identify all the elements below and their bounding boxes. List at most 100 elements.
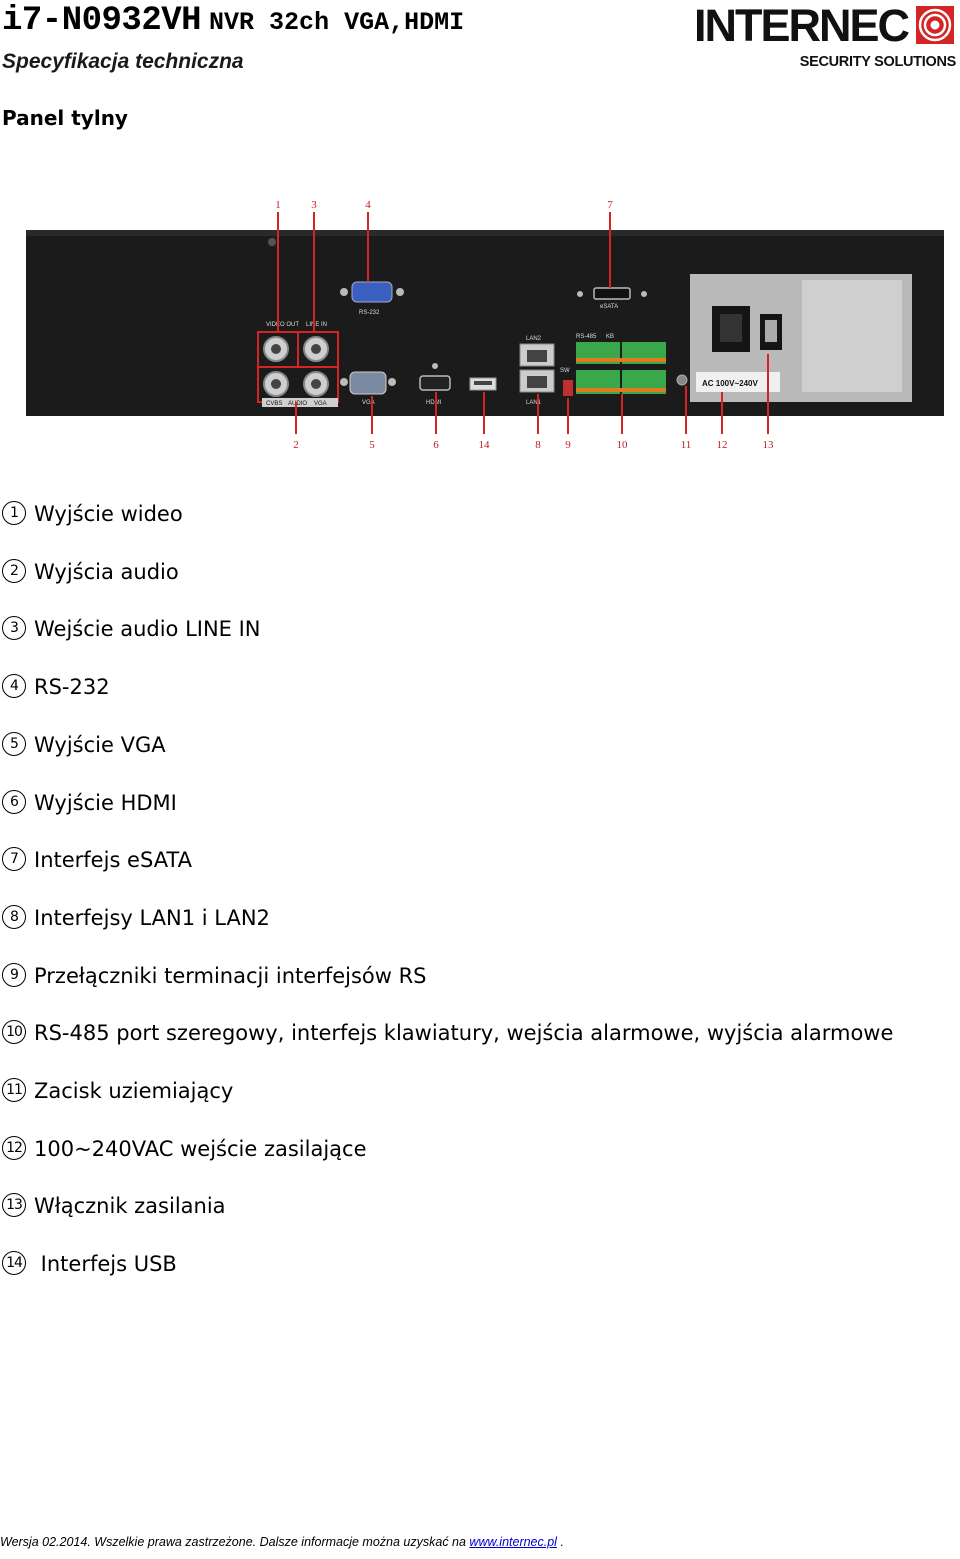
callout-number: 12 [717, 439, 728, 451]
callout-number: 14 [479, 439, 491, 451]
legend-text: Interfejs USB [34, 1252, 177, 1277]
label-rs485: RS-485 [576, 334, 597, 340]
bnc-connectors [263, 336, 329, 397]
label-video-out: VIDEO OUT [266, 322, 299, 328]
legend-number-badge: 7 [2, 847, 26, 872]
legend-item: 4 RS-232 [2, 669, 110, 705]
usb-connector [469, 377, 497, 391]
legend-text: Wyjścia audio [34, 559, 179, 584]
label-cvbs: CVBS [266, 401, 282, 407]
power-supply-module [690, 274, 912, 402]
esata-connector [577, 287, 647, 300]
legend-item: 11 Zacisk uziemiający [2, 1073, 233, 1109]
legend-item: 7 Interfejs eSATA [2, 842, 192, 878]
callout-number: 1 [275, 199, 281, 211]
ground-screw-icon [676, 374, 688, 386]
legend-number-badge: 4 [2, 674, 26, 699]
legend-item: 13 Włącznik zasilania [2, 1188, 226, 1224]
legend-item: 8 Interfejsy LAN1 i LAN2 [2, 900, 270, 936]
legend-number-badge: 12 [2, 1135, 26, 1160]
callout-number: 11 [681, 439, 692, 451]
legend-number-badge: 13 [2, 1193, 26, 1218]
page-footer: Wersja 02.2014. Wszelkie prawa zastrzeżo… [0, 1535, 564, 1549]
callout-number: 2 [293, 439, 299, 451]
legend-text: Wyjście HDMI [34, 790, 177, 815]
legend-text: RS-485 port szeregowy, interfejs klawiat… [34, 1021, 894, 1046]
legend-text: Interfejs eSATA [34, 848, 192, 873]
legend-number-badge: 6 [2, 789, 26, 814]
label-sw: SW [560, 368, 570, 374]
legend-number-badge: 1 [2, 501, 26, 525]
label-vga-small: VGA [314, 401, 327, 407]
label-hdmi: HDMI [426, 400, 442, 406]
termination-switches [563, 380, 573, 396]
legend-text: Wyjście VGA [34, 732, 166, 757]
legend-text: Przełączniki terminacji interfejsów RS [34, 963, 427, 988]
callout-number: 13 [763, 439, 775, 451]
label-vga: VGA [362, 400, 375, 406]
callout-number: 9 [565, 439, 571, 451]
model-description: NVR 32ch VGA,HDMI [209, 8, 465, 37]
logo-tagline: SECURITY SOLUTIONS [799, 54, 957, 70]
legend-text: RS-232 [34, 675, 110, 700]
legend-item: 12 100~240VAC wejście zasilające [2, 1131, 367, 1167]
legend-item: 3 Wejście audio LINE IN [2, 611, 261, 647]
target-logo-icon [916, 6, 954, 44]
rs232-connector [340, 281, 404, 303]
document-subtitle: Specyfikacja techniczna [2, 50, 244, 73]
legend-item: 14 Interfejs USB [2, 1246, 177, 1282]
legend-text: Wyjście wideo [34, 502, 183, 526]
legend-text: 100~240VAC wejście zasilające [34, 1136, 367, 1161]
label-audio: AUDIO [288, 401, 307, 407]
legend-number-badge: 5 [2, 731, 26, 756]
model-number: i7-N0932VH [2, 2, 202, 40]
legend-item: 10 RS-485 port szeregowy, interfejs klawi… [2, 1015, 893, 1051]
legend-number-badge: 9 [2, 962, 26, 987]
internec-logo: INTERNEC SECURITY SOLUTIONS [694, 0, 958, 70]
rear-panel-figure: VIDEO OUT LINE IN CVBS AUDIO VGA RS-232 … [22, 196, 948, 458]
label-kb: KB [606, 334, 614, 340]
screw-icon [268, 238, 276, 246]
footer-suffix: . [556, 1535, 564, 1549]
label-lan2: LAN2 [526, 336, 542, 342]
legend-item: 6 Wyjście HDMI [2, 785, 177, 821]
hdmi-connector [419, 363, 451, 391]
section-title: Panel tylny [2, 106, 128, 130]
legend-item: 9 Przełączniki terminacji interfejsów RS [2, 958, 427, 994]
legend-number-badge: 2 [2, 558, 26, 583]
legend-text: Zacisk uziemiający [34, 1079, 234, 1103]
label-ac: AC 100V~240V [702, 379, 758, 388]
rear-panel-drawing: VIDEO OUT LINE IN CVBS AUDIO VGA RS-232 … [26, 199, 944, 451]
callout-number: 6 [433, 439, 439, 451]
bnc-label-strip [262, 398, 338, 407]
legend-text: Wejście audio LINE IN [34, 617, 261, 642]
legend-number-badge: 11 [2, 1078, 26, 1102]
legend-number-badge: 14 [2, 1251, 26, 1276]
callout-number: 10 [617, 439, 629, 451]
legend-number-badge: 8 [2, 904, 26, 929]
logo-wordmark: INTERNEC [694, 0, 910, 51]
label-rs232: RS-232 [359, 310, 380, 316]
legend-number-badge: 10 [2, 1020, 26, 1045]
legend-text: Interfejsy LAN1 i LAN2 [34, 905, 270, 930]
chassis-top-edge [26, 230, 944, 236]
legend-item: 1 Wyjście wideo [2, 496, 183, 532]
vga-connector [340, 371, 396, 395]
lan-connectors [519, 343, 555, 393]
footer-link[interactable]: www.internec.pl [469, 1535, 557, 1549]
legend-text: Włącznik zasilania [34, 1194, 226, 1219]
callout-number: 5 [369, 439, 375, 451]
callout-number: 4 [365, 199, 371, 211]
footer-text: Wersja 02.2014. Wszelkie prawa zastrzeżo… [0, 1535, 470, 1549]
terminal-blocks [576, 342, 666, 394]
legend-item: 2 Wyjścia audio [2, 554, 179, 590]
callout-number: 3 [311, 199, 317, 211]
legend-number-badge: 3 [2, 616, 26, 641]
label-lan1: LAN1 [526, 400, 542, 406]
label-esata: eSATA [600, 304, 618, 310]
callout-number: 8 [535, 439, 541, 451]
legend-item: 5 Wyjście VGA [2, 727, 166, 763]
